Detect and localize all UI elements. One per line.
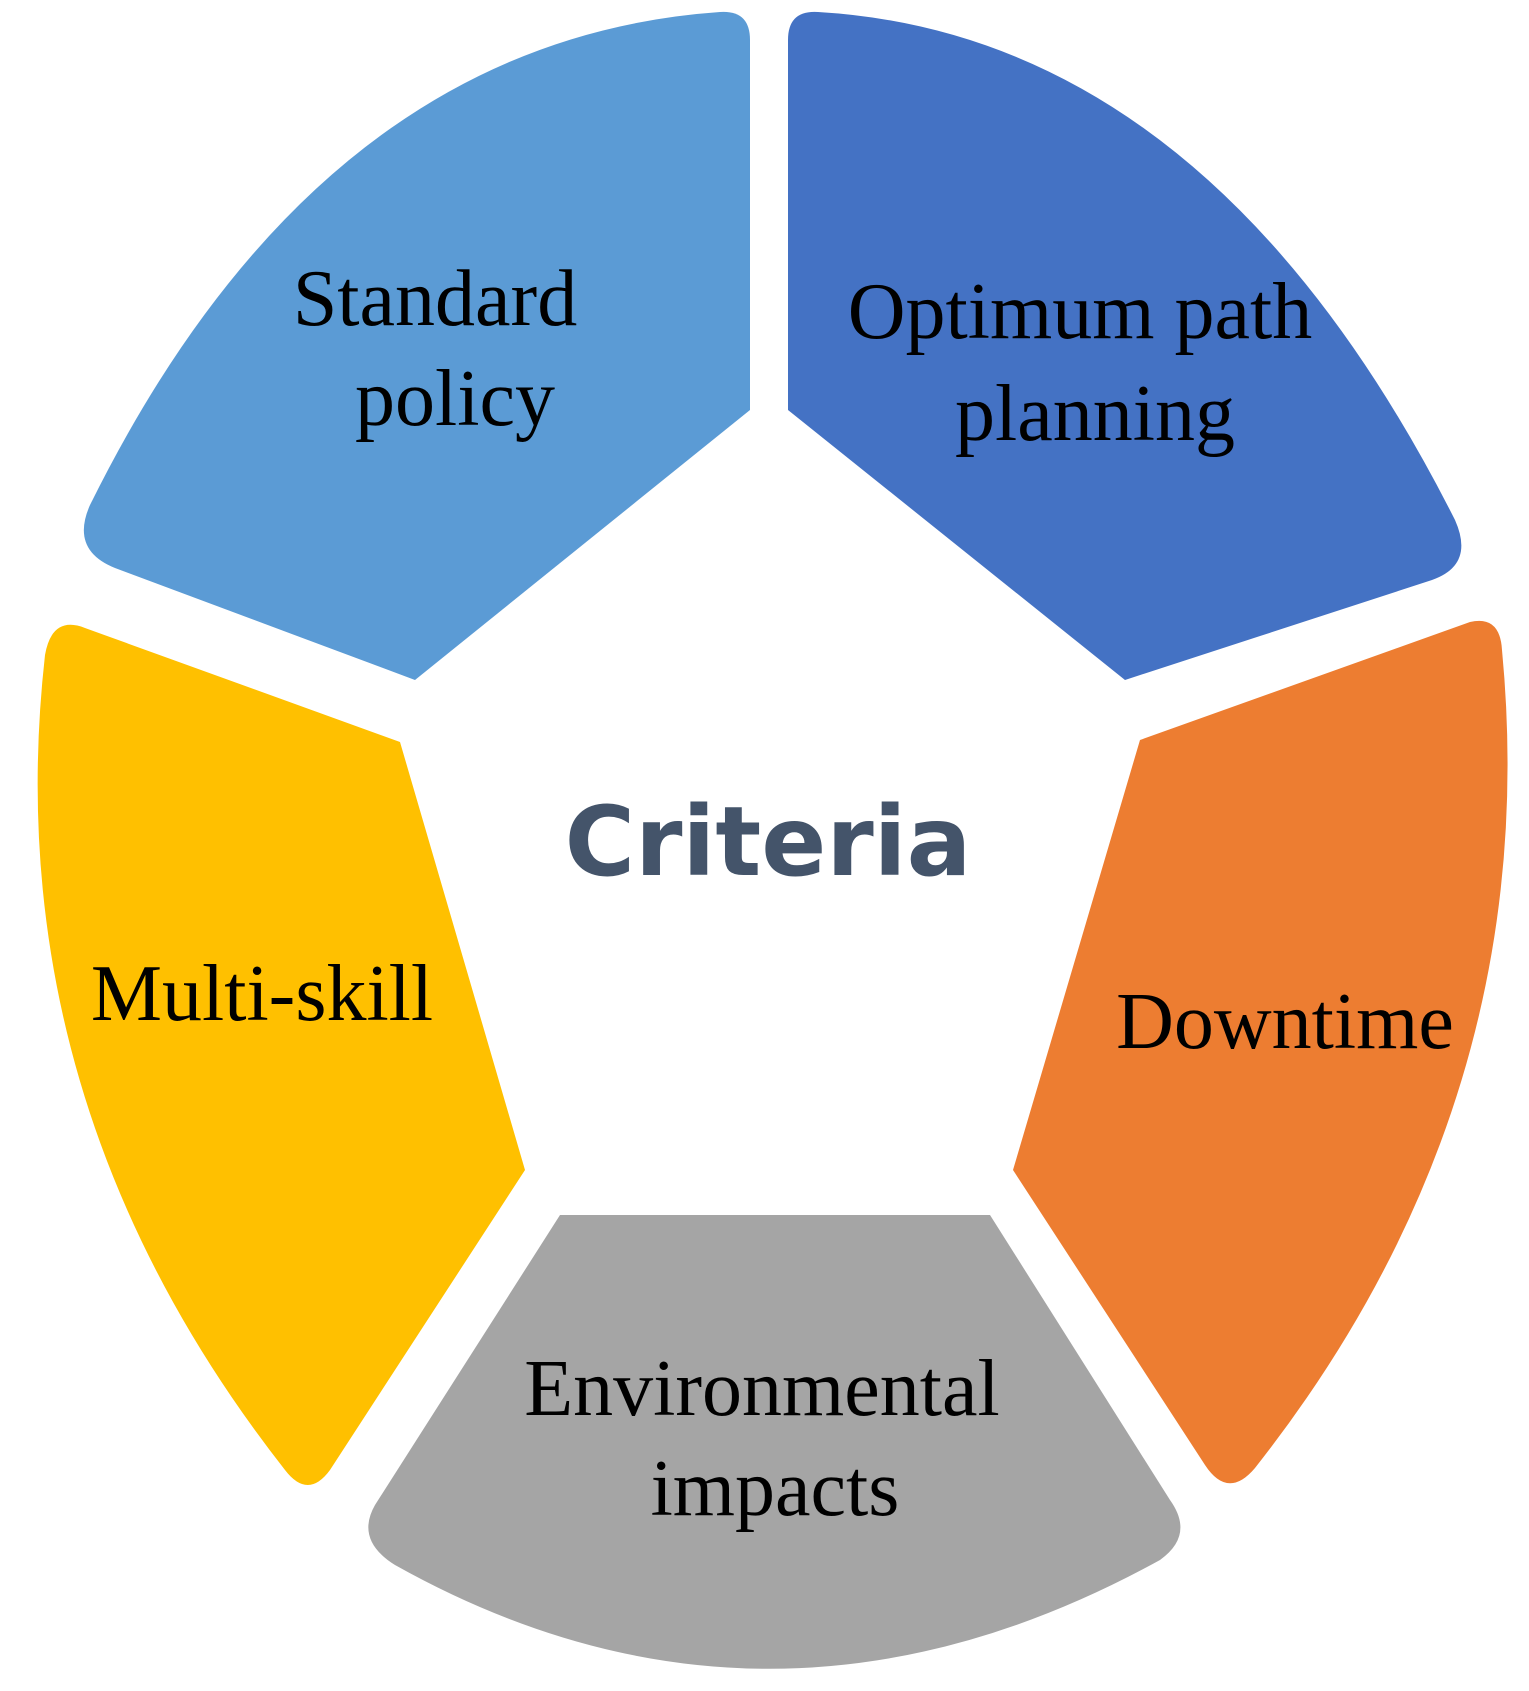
segment-downtime: Downtime: [1013, 620, 1508, 1484]
segment-environmental-impacts-shape: [368, 1215, 1181, 1669]
segment-optimum-path-planning: Optimum path planning: [788, 11, 1462, 680]
segment-optimum-path-planning-line-1: Optimum path: [848, 268, 1312, 356]
segment-downtime-shape: [1013, 620, 1508, 1484]
segment-optimum-path-planning-shape: [788, 11, 1462, 680]
segment-downtime-line-1: Downtime: [1116, 978, 1454, 1066]
segment-standard-policy-line-2: policy: [355, 355, 555, 443]
segment-standard-policy: Standard policy: [83, 11, 751, 680]
segment-standard-policy-shape: [83, 11, 751, 680]
segment-environmental-impacts: Environmental impacts: [368, 1215, 1181, 1669]
segment-environmental-impacts-line-2: impacts: [651, 1445, 900, 1533]
center-label: Criteria: [565, 786, 972, 898]
segment-multi-skill-label: Multi-skill: [91, 950, 433, 1038]
segment-environmental-impacts-line-1: Environmental: [524, 1345, 999, 1433]
segment-multi-skill: Multi-skill: [37, 624, 525, 1485]
segment-downtime-label: Downtime: [1116, 978, 1454, 1066]
segment-optimum-path-planning-line-2: planning: [955, 370, 1235, 458]
segment-multi-skill-line-1: Multi-skill: [91, 950, 433, 1038]
segment-multi-skill-shape: [37, 624, 525, 1485]
segment-standard-policy-label: Standard policy: [293, 255, 597, 443]
segment-environmental-impacts-label: Environmental impacts: [524, 1345, 1019, 1533]
segment-standard-policy-line-1: Standard: [293, 255, 577, 343]
segment-optimum-path-planning-label: Optimum path planning: [848, 268, 1332, 458]
